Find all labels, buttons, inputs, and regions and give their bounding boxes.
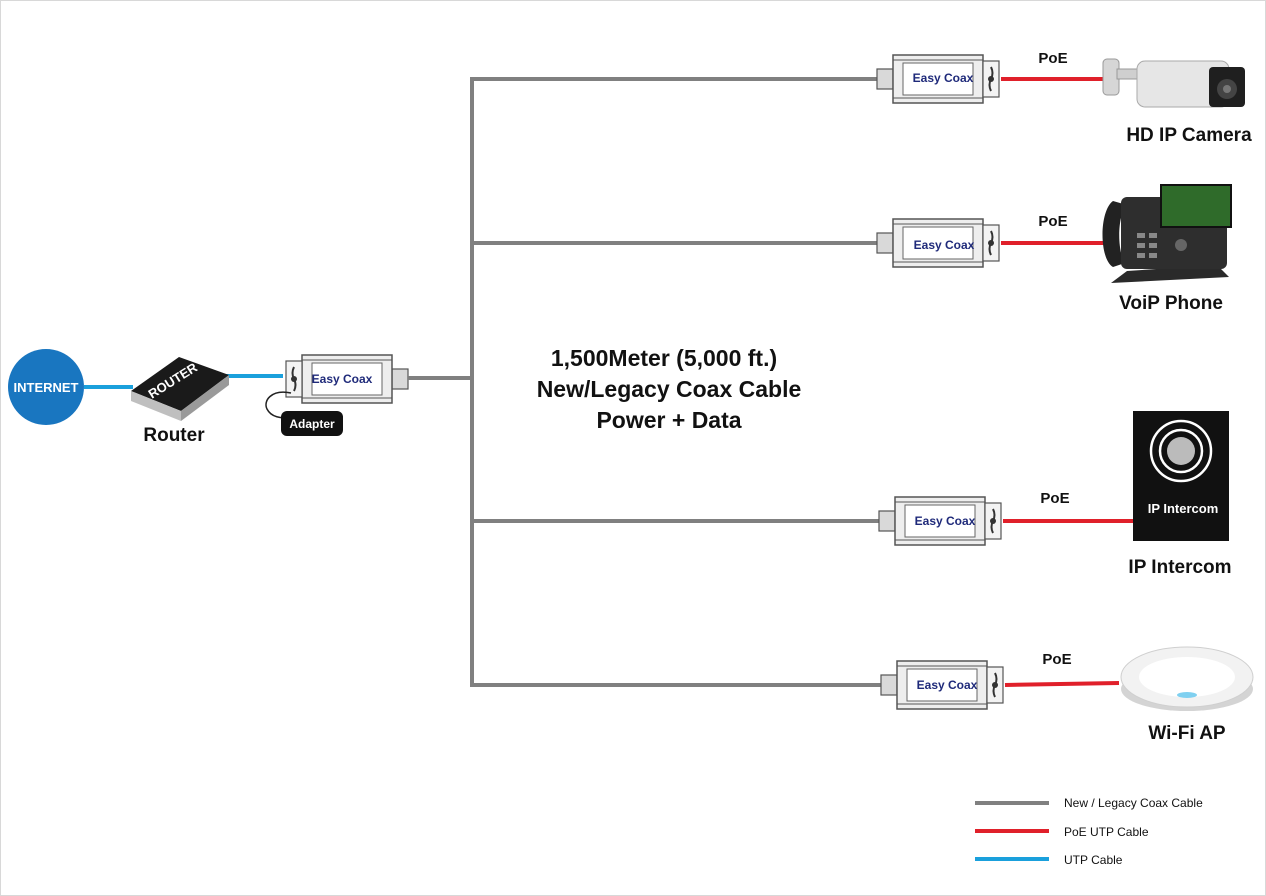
easy-coax-phone-label: Easy Coax [914,238,975,252]
easy-coax-intercom: Easy Coax [878,496,1002,546]
poe-label-wifi: PoE [1042,651,1071,668]
internet-circle [8,349,84,425]
device-label-wifi: Wi-Fi AP [1148,723,1226,744]
center-text-line3: Power + Data [596,407,741,433]
poe-label-phone: PoE [1038,213,1067,230]
legend-label-coax: New / Legacy Coax Cable [1064,796,1203,810]
adapter: Adapter [265,391,343,436]
device-label-intercom: IP Intercom [1128,557,1231,578]
poe-label-camera: PoE [1038,50,1067,67]
poe-label-intercom: PoE [1040,490,1069,507]
intercom-panel-text: IP Intercom [1148,501,1219,516]
device-label-phone: VoiP Phone [1119,293,1223,314]
center-text-line1: 1,500Meter (5,000 ft.) [551,345,777,371]
center-text-line2: New/Legacy Coax Cable [537,376,802,402]
intercom-icon: IP Intercom [1133,411,1229,541]
legend-label-poe: PoE UTP Cable [1064,825,1149,839]
easy-coax-camera: Easy Coax [876,54,1000,104]
easy-coax-intercom-label: Easy Coax [915,514,976,528]
device-label-camera: HD IP Camera [1126,125,1252,146]
internet-node: INTERNET [8,349,84,425]
easy-coax-wifi: Easy Coax [880,660,1004,710]
wifi-ap-icon [1120,646,1254,711]
router-icon: ROUTER [131,357,229,421]
camera-icon [1102,58,1245,108]
coax-trunk [408,77,883,687]
adapter-badge [281,411,343,436]
easy-coax-wifi-label: Easy Coax [917,678,978,692]
internet-label: INTERNET [14,380,79,395]
router-label: Router [143,425,205,446]
easy-coax-main-label: Easy Coax [312,372,373,386]
easy-coax-camera-label: Easy Coax [913,71,974,85]
poe-cable-wifi [1004,681,1120,687]
adapter-label: Adapter [289,417,335,431]
phone-icon [1102,184,1232,283]
legend-label-utp: UTP Cable [1064,853,1123,867]
legend: New / Legacy Coax Cable PoE UTP Cable UT… [975,796,1203,867]
easy-coax-main: Easy Coax [285,354,409,404]
easy-coax-phone: Easy Coax [876,218,1000,268]
